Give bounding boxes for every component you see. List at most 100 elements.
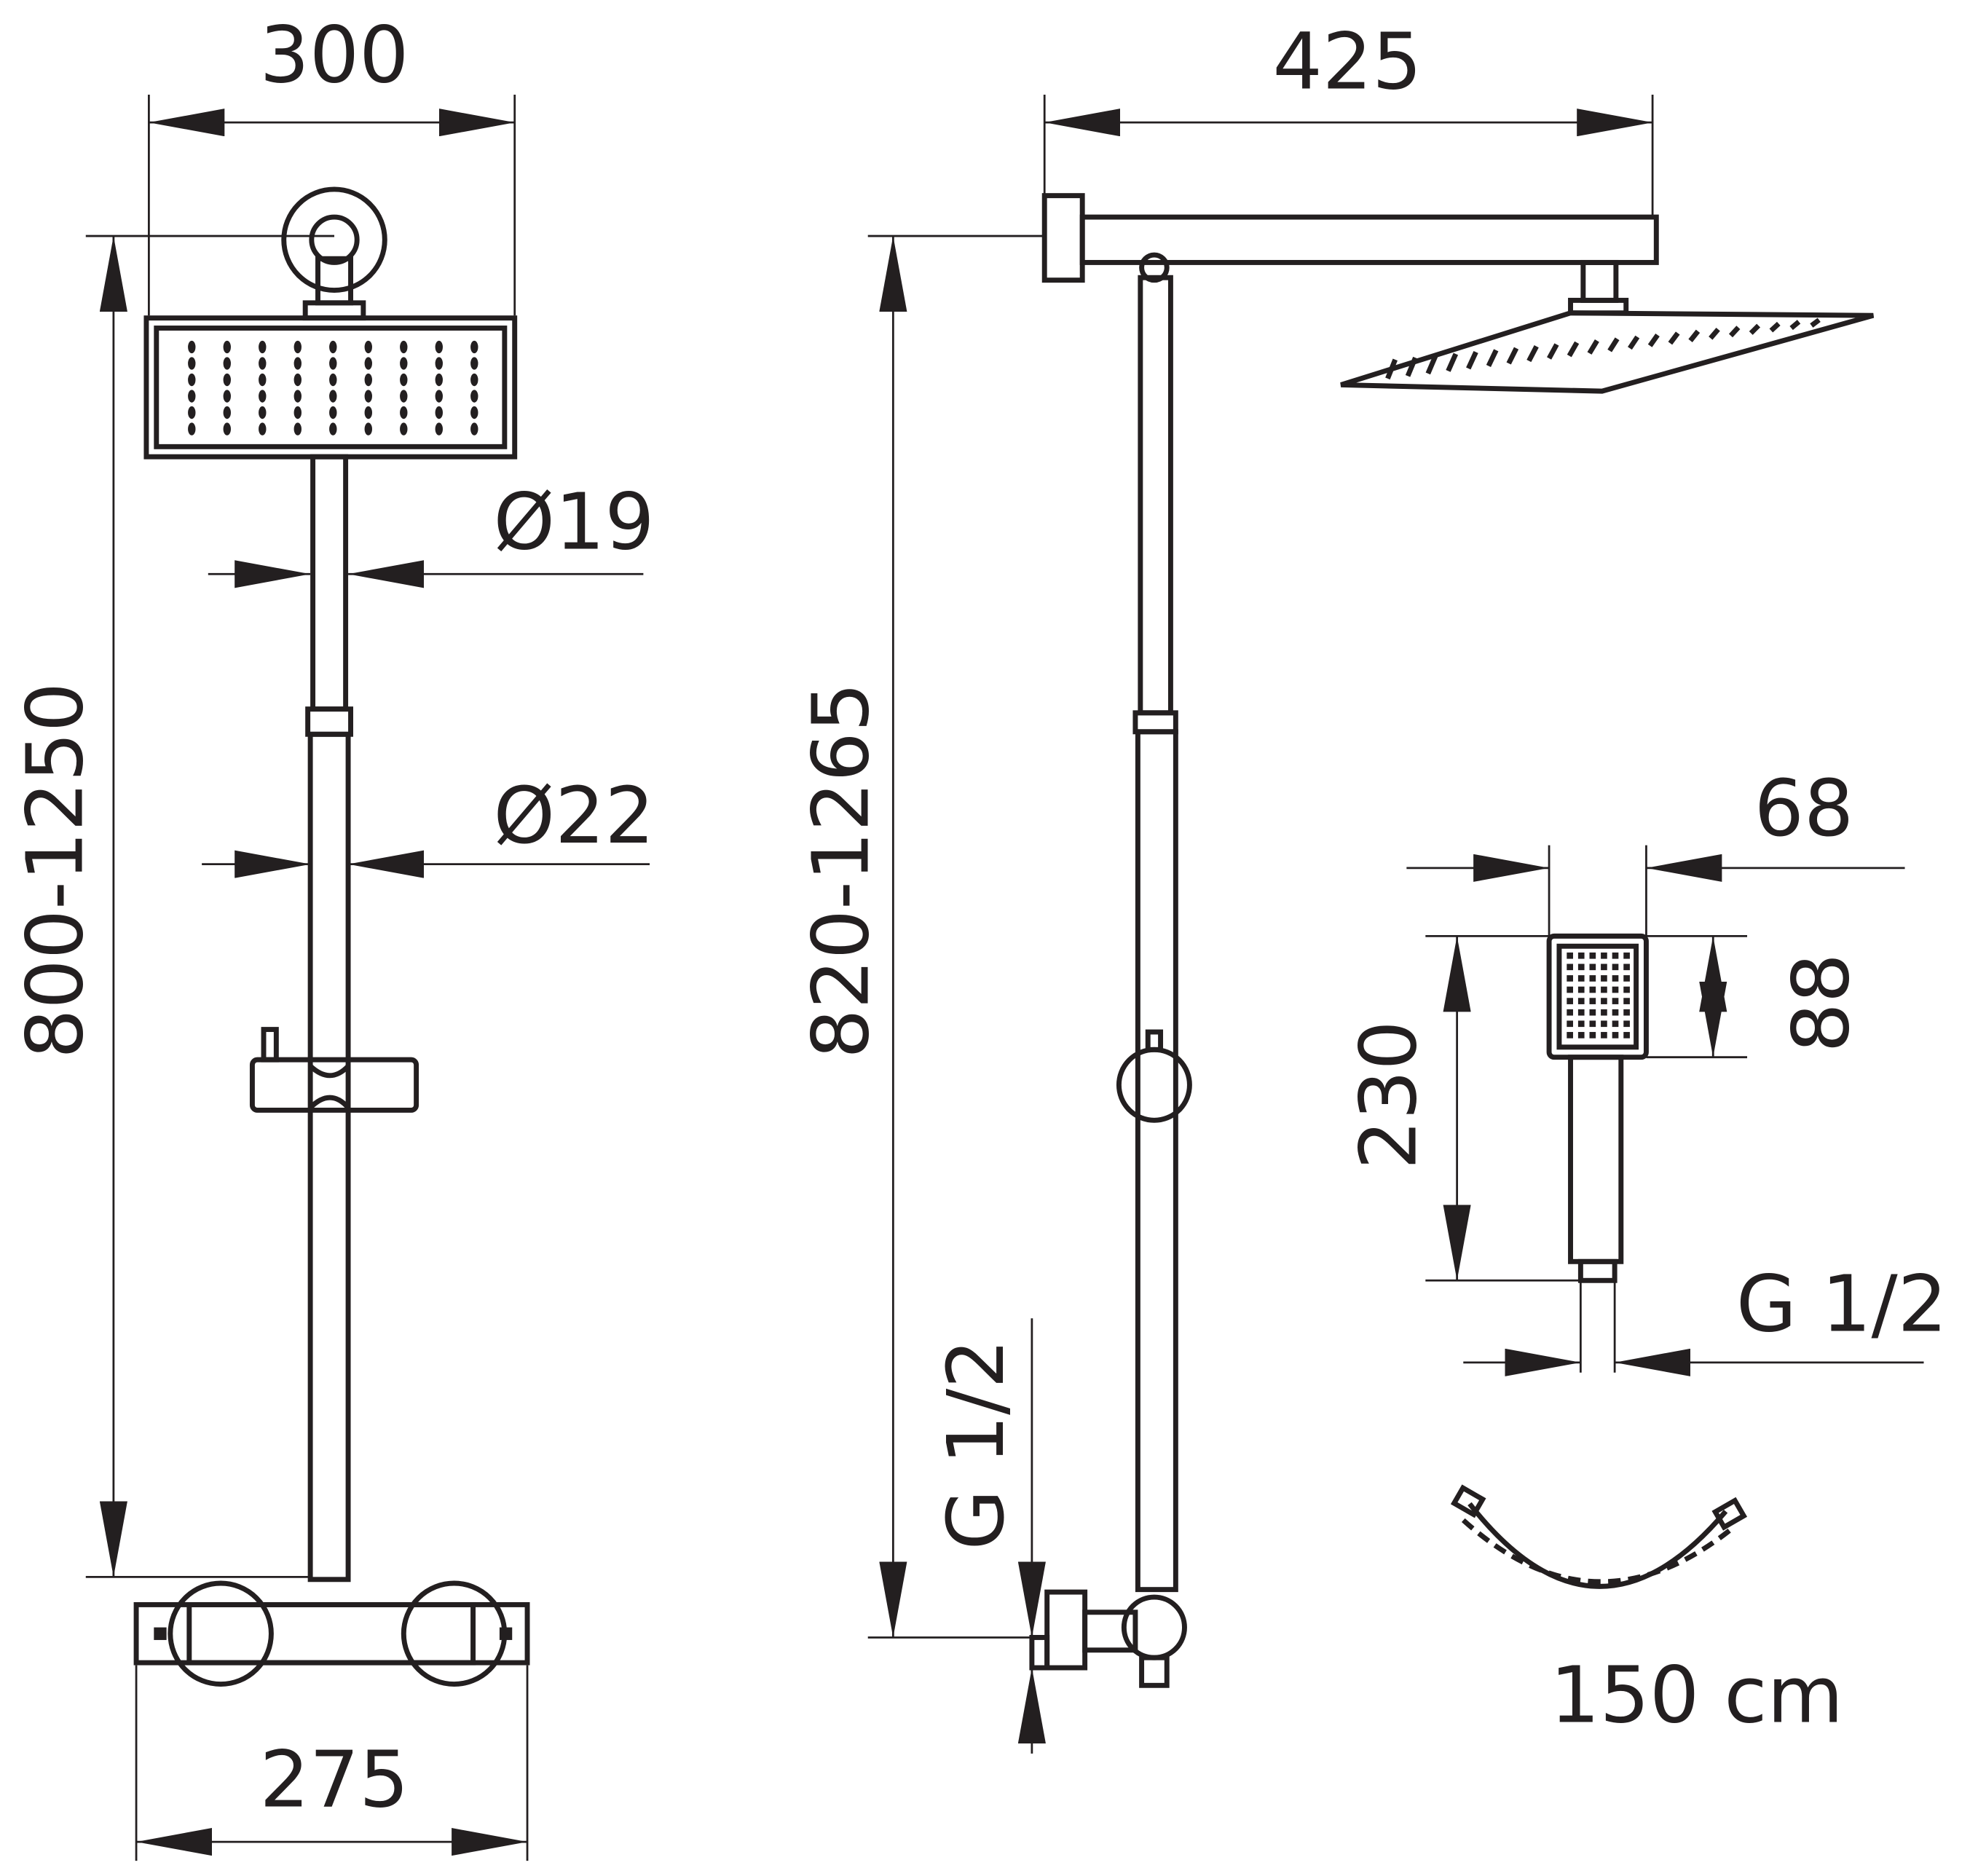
nozzle xyxy=(1446,352,1459,372)
nozzle xyxy=(1587,339,1599,355)
thermostat-mixer xyxy=(133,1580,530,1687)
nozzle xyxy=(259,373,267,387)
nozzle xyxy=(1607,337,1620,352)
nozzle xyxy=(1589,1032,1596,1038)
rod-diameter-19-label: Ø19 xyxy=(494,477,655,568)
nozzle xyxy=(1623,1020,1630,1028)
nozzle xyxy=(1577,1032,1585,1038)
nozzle xyxy=(1577,1009,1585,1016)
nozzle xyxy=(1589,963,1596,971)
nozzle xyxy=(1647,334,1660,347)
nozzle xyxy=(1589,998,1596,1004)
nozzle xyxy=(470,390,478,403)
nozzle xyxy=(329,373,337,387)
dimension-hand-shower-width: 68 xyxy=(1406,763,1905,882)
nozzle xyxy=(1567,1032,1573,1038)
dimension-rod-diameter-19: Ø19 xyxy=(208,477,655,588)
nozzle xyxy=(1769,321,1781,333)
inlet-thread-label: G 1/2 xyxy=(931,1339,1022,1550)
nozzle xyxy=(1567,341,1580,358)
nozzle xyxy=(1405,356,1418,377)
nozzle xyxy=(259,422,267,436)
rod-diameter-22-label: Ø22 xyxy=(494,770,655,862)
rain-shower-head-side xyxy=(1340,310,1875,394)
nozzle xyxy=(364,357,372,370)
wall-bracket xyxy=(281,186,387,321)
nozzle xyxy=(1623,998,1630,1004)
dimension-rod-diameter-22: Ø22 xyxy=(202,770,655,878)
shower-arm xyxy=(1041,193,1659,316)
nozzle xyxy=(1612,1020,1619,1028)
nozzle xyxy=(435,422,443,436)
nozzle xyxy=(188,373,196,387)
nozzle xyxy=(188,357,196,370)
dimension-hand-total-length: 230 xyxy=(1343,936,1471,1281)
dimension-height-front: 800-1250 xyxy=(10,234,335,1578)
hand-shower-width-label: 68 xyxy=(1754,763,1854,854)
hand-thread-label: G 1/2 xyxy=(1736,1259,1947,1350)
nozzle xyxy=(1577,998,1585,1004)
nozzle xyxy=(1466,350,1478,370)
nozzle xyxy=(259,406,267,419)
nozzle xyxy=(293,406,302,419)
nozzle xyxy=(293,373,302,387)
nozzle xyxy=(329,340,337,354)
nozzle xyxy=(223,390,231,403)
nozzle xyxy=(470,406,478,419)
nozzle xyxy=(435,406,443,419)
dimension-hand-thread: G 1/2 xyxy=(1463,1259,1947,1376)
nozzle xyxy=(400,357,408,370)
nozzle xyxy=(1567,1009,1573,1016)
nozzle xyxy=(435,373,443,387)
nozzle xyxy=(1601,1020,1607,1028)
nozzle xyxy=(223,406,231,419)
nozzle xyxy=(1612,986,1619,993)
dimension-arm-length: 425 xyxy=(1043,16,1654,218)
nozzle xyxy=(223,422,231,436)
nozzle xyxy=(1589,986,1596,993)
nozzle xyxy=(435,357,443,370)
nozzle xyxy=(1567,952,1573,959)
nozzle xyxy=(1425,355,1438,375)
nozzle xyxy=(329,422,337,436)
nozzle xyxy=(1601,975,1607,982)
nozzle xyxy=(259,390,267,403)
dimension-height-side: 820-1265 xyxy=(796,234,1047,1639)
front-view: 300 Ø19 Ø22 xyxy=(10,10,655,1861)
nozzle xyxy=(1567,975,1573,982)
nozzle xyxy=(293,422,302,436)
nozzle xyxy=(188,422,196,436)
nozzle xyxy=(1567,1020,1573,1028)
nozzle xyxy=(1577,952,1585,959)
nozzle xyxy=(1789,320,1801,331)
nozzle xyxy=(400,406,408,419)
nozzle xyxy=(1612,1009,1619,1016)
nozzle xyxy=(1810,318,1821,328)
nozzle xyxy=(1749,323,1761,335)
nozzle xyxy=(329,406,337,419)
nozzle xyxy=(329,357,337,370)
nozzle xyxy=(364,390,372,403)
nozzle xyxy=(188,340,196,354)
shower-rod-side xyxy=(1116,252,1192,1593)
nozzle xyxy=(1623,975,1630,982)
wall-connection-valve xyxy=(1029,1589,1187,1688)
nozzle xyxy=(1623,986,1630,993)
nozzle xyxy=(1567,963,1573,971)
nozzle xyxy=(470,422,478,436)
nozzle xyxy=(1601,1009,1607,1016)
nozzle xyxy=(1601,952,1607,959)
nozzle xyxy=(188,406,196,419)
nozzle xyxy=(329,390,337,403)
nozzle xyxy=(1612,952,1619,959)
nozzle xyxy=(470,357,478,370)
nozzle xyxy=(470,373,478,387)
head-width-label: 300 xyxy=(260,10,409,101)
nozzle xyxy=(293,390,302,403)
nozzle xyxy=(259,340,267,354)
dimension-thermostat-width: 275 xyxy=(135,1665,529,1861)
nozzle xyxy=(435,340,443,354)
nozzle xyxy=(1486,349,1499,367)
nozzle xyxy=(1526,345,1539,363)
